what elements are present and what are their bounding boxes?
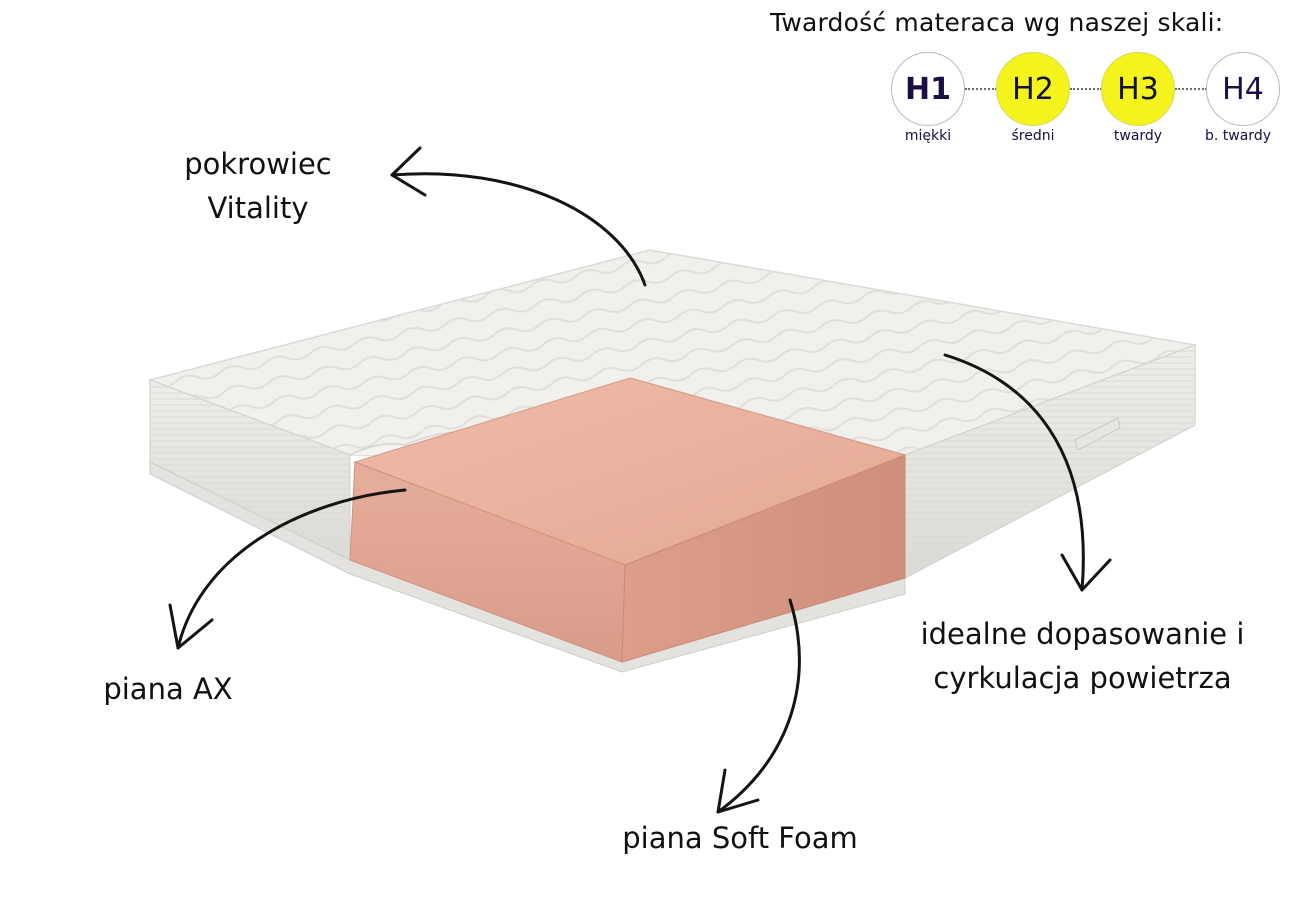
hardness-h4-label: b. twardy	[1205, 128, 1271, 144]
hardness-h2-label: średni	[1011, 128, 1055, 144]
scale-connector	[1175, 88, 1207, 90]
cover-callout-line1: pokrowiec	[184, 147, 332, 181]
cover-arrow	[390, 146, 647, 287]
hardness-h3-badge: H3	[1101, 52, 1175, 126]
fit-callout-line2: cyrkulacja powietrza	[933, 661, 1232, 695]
ax-foam-callout: piana AX	[103, 672, 233, 706]
hardness-h1-label: miękki	[904, 128, 952, 144]
soft-foam-callout: piana Soft Foam	[622, 821, 858, 855]
mattress-handle	[1074, 417, 1121, 451]
fit-arrow	[943, 353, 1112, 592]
scale-connector	[1070, 88, 1102, 90]
fit-callout: idealne dopasowanie i cyrkulacja powietr…	[890, 612, 1275, 700]
hardness-h2-badge: H2	[996, 52, 1070, 126]
fit-callout-line1: idealne dopasowanie i	[920, 617, 1245, 651]
hardness-scale-title: Twardość materaca wg naszej skali:	[770, 8, 1224, 37]
ax-foam-arrow	[168, 488, 407, 650]
soft-foam-arrow	[716, 598, 801, 814]
cover-callout: pokrowiec Vitality	[168, 142, 348, 230]
hardness-h3-label: twardy	[1113, 128, 1163, 144]
mattress-cover-top-texture	[150, 250, 1195, 455]
hardness-h1-badge: H1	[891, 52, 965, 126]
foam-side-right	[621, 454, 906, 663]
hardness-h4-badge: H4	[1206, 52, 1280, 126]
cover-callout-line2: Vitality	[207, 191, 309, 225]
scale-connector	[965, 88, 997, 90]
